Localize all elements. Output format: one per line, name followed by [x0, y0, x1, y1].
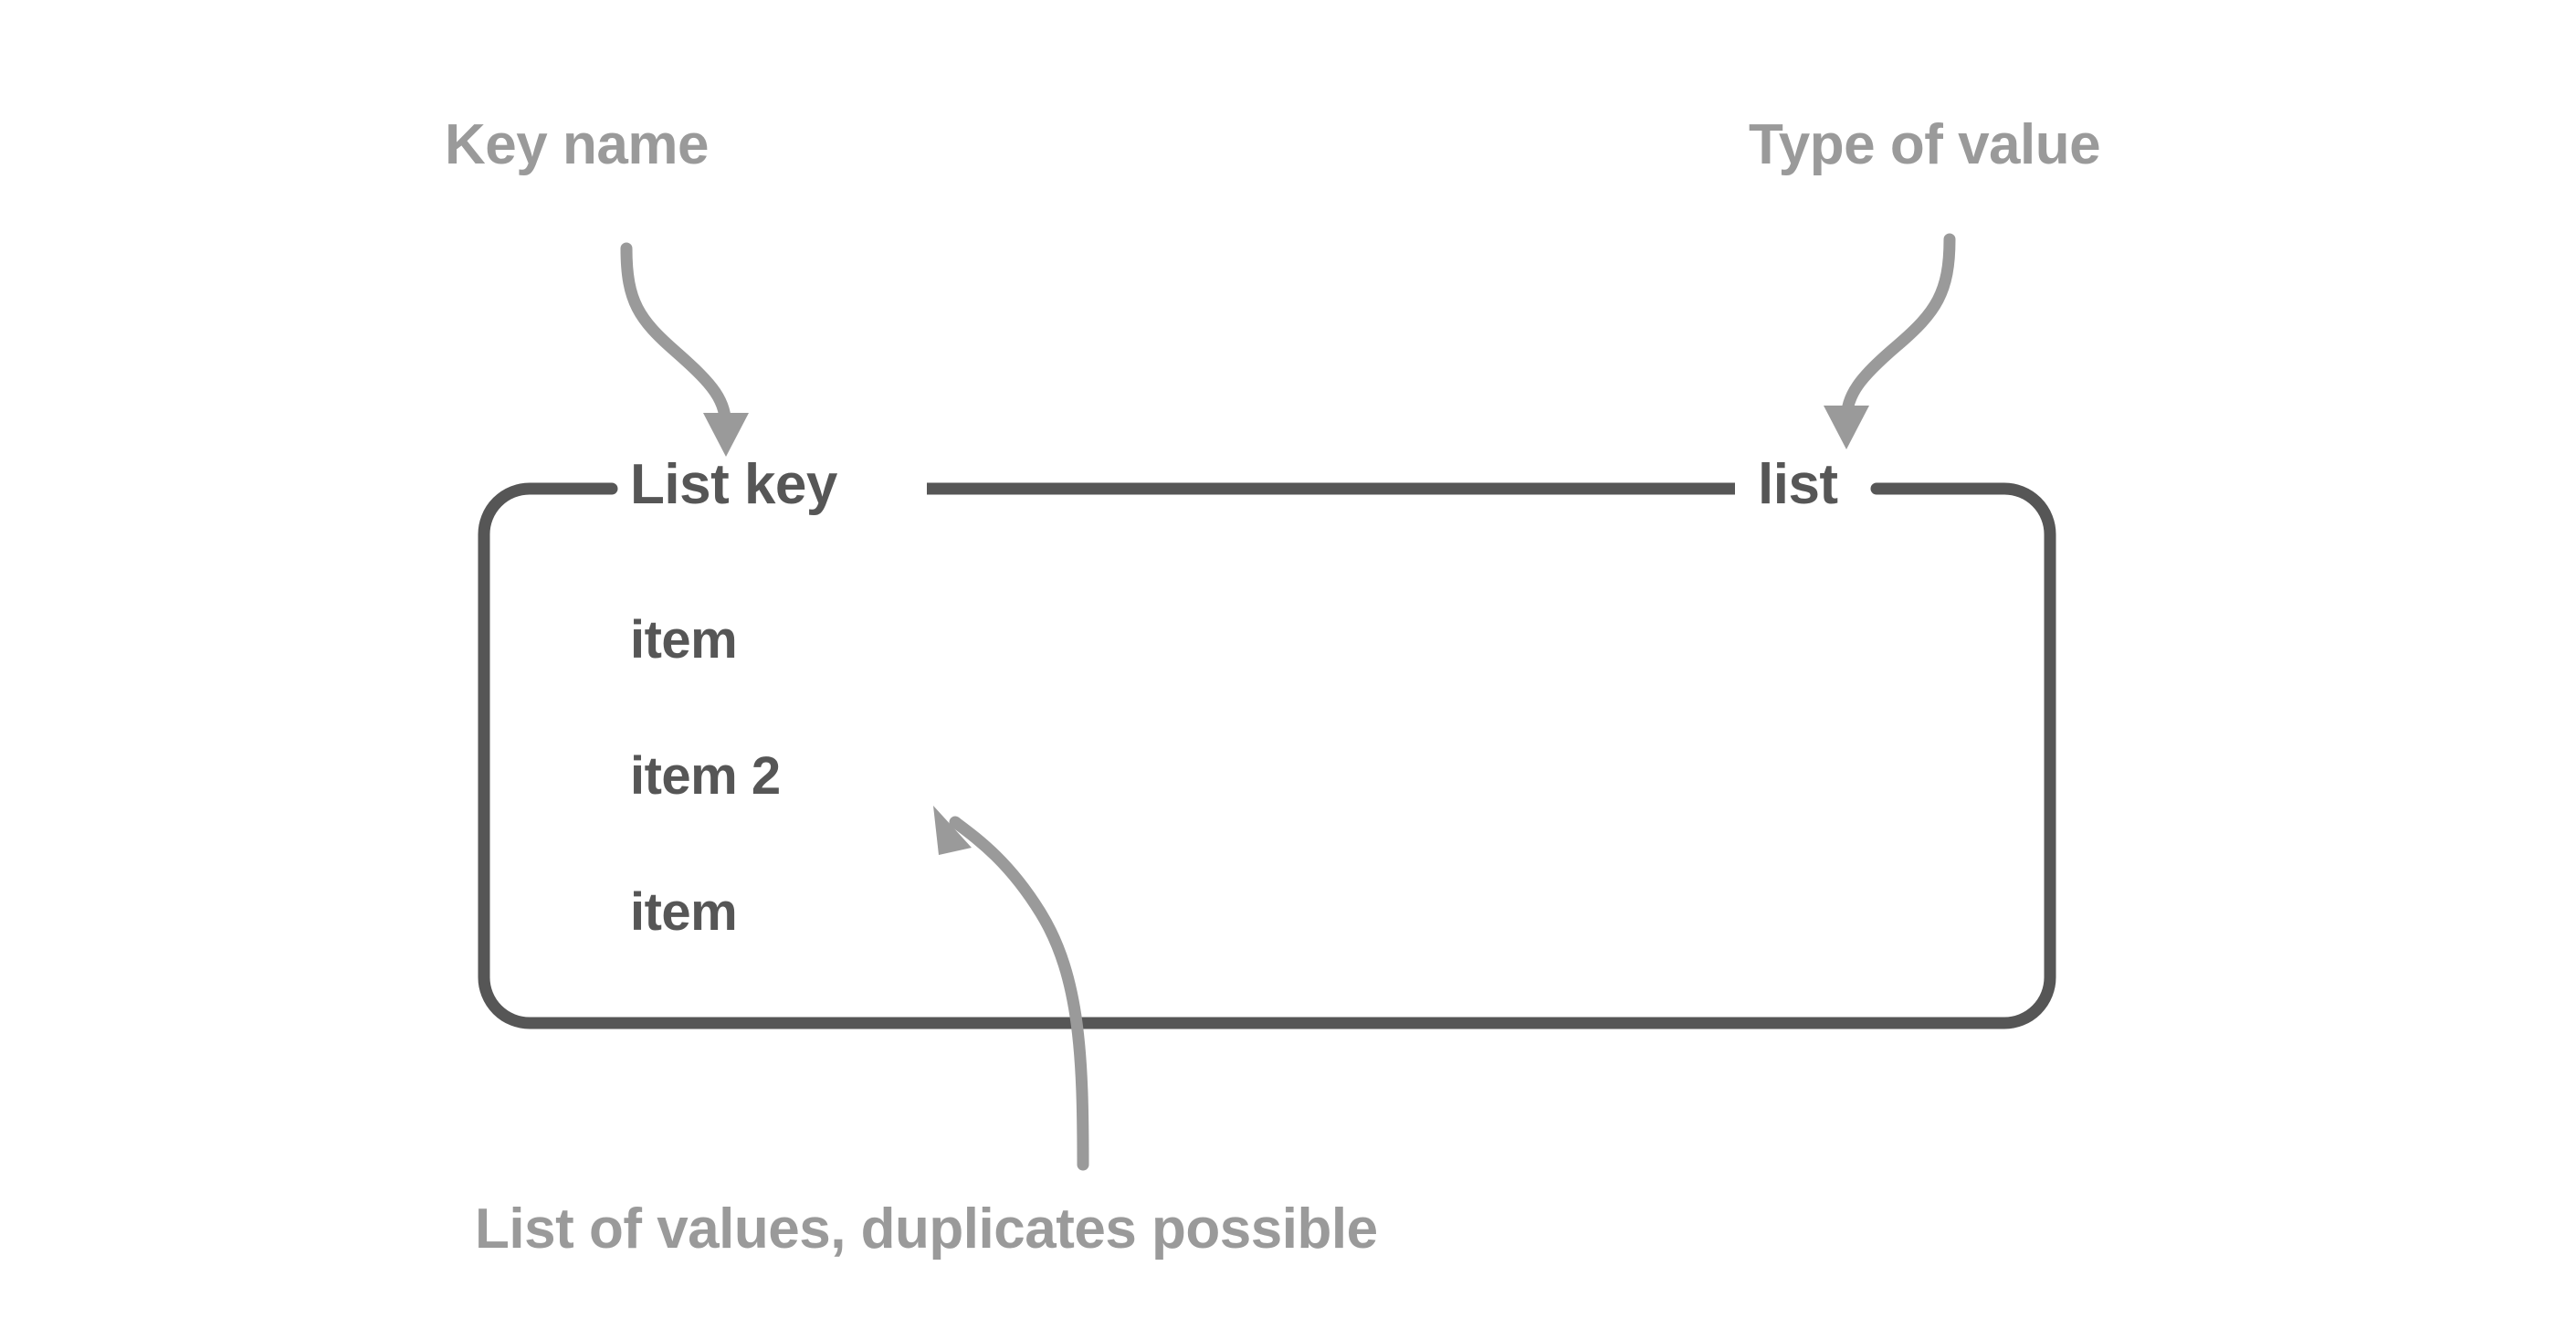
list-items-group: item item 2 item: [630, 614, 781, 939]
annotation-key-name: Key name: [445, 113, 709, 176]
curved-arrow-down-icon-type-of-value: [1824, 233, 1956, 449]
entry-type-label: list: [1758, 453, 1838, 516]
annotation-type-of-value: Type of value: [1749, 113, 2101, 176]
annotation-list-of-values: List of values, duplicates possible: [475, 1198, 1378, 1261]
list-item: item: [630, 610, 738, 670]
list-item: item 2: [630, 746, 781, 806]
curved-arrow-up-icon-list-of-values: [933, 806, 1089, 1171]
curved-arrow-down-icon-key-name: [620, 242, 749, 457]
entry-key-label: List key: [630, 453, 837, 516]
list-item: item: [630, 882, 738, 942]
